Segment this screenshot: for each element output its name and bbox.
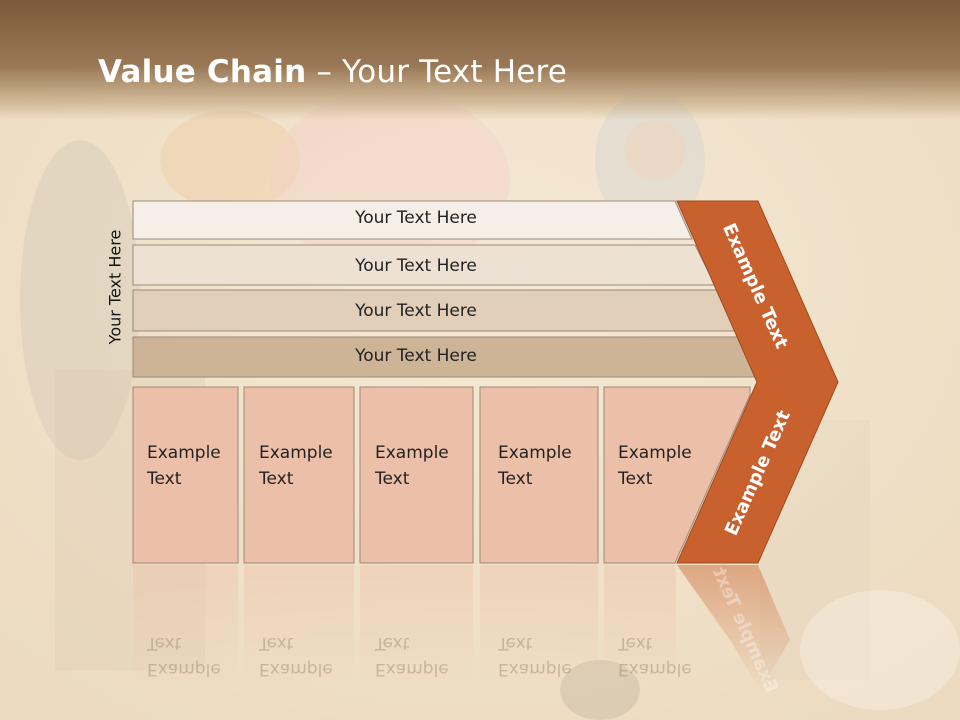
- box-2-line2: Text: [259, 469, 294, 489]
- title-bar: [0, 0, 960, 120]
- box-3-reflection: [360, 565, 473, 685]
- box-5-line2: Text: [618, 469, 653, 489]
- box-5: [603, 386, 751, 564]
- box-1: [132, 386, 239, 564]
- box-3-line2: Text: [375, 469, 410, 489]
- box-1-reflection: [133, 565, 238, 685]
- page-title: Value Chain – Your Text Here: [98, 54, 567, 90]
- box-1-line1: Example: [147, 443, 221, 463]
- box-4-reflection: [480, 565, 598, 685]
- box-4-line1: Example: [498, 443, 572, 463]
- bar-1-label: Your Text Here: [355, 208, 477, 228]
- box-3: [359, 386, 474, 564]
- box-2-reflection: [244, 565, 354, 685]
- title-bold: Value Chain: [98, 54, 307, 90]
- chevron-reflection: [677, 565, 790, 690]
- bar-3-label: Your Text Here: [355, 301, 477, 321]
- box-4: [479, 386, 599, 564]
- box-2-line1: Example: [259, 443, 333, 463]
- bar-2-label: Your Text Here: [355, 256, 477, 276]
- title-rest: – Your Text Here: [306, 54, 568, 90]
- box-5-line1: Example: [618, 443, 692, 463]
- box-1-line2: Text: [147, 469, 182, 489]
- box-5-reflection: [604, 565, 676, 685]
- bar-1: [132, 200, 693, 240]
- box-3-line1: Example: [375, 443, 449, 463]
- box-4-line2: Text: [498, 469, 533, 489]
- box-2: [243, 386, 355, 564]
- bar-4-label: Your Text Here: [355, 346, 477, 366]
- chevron-arrow: [676, 200, 839, 564]
